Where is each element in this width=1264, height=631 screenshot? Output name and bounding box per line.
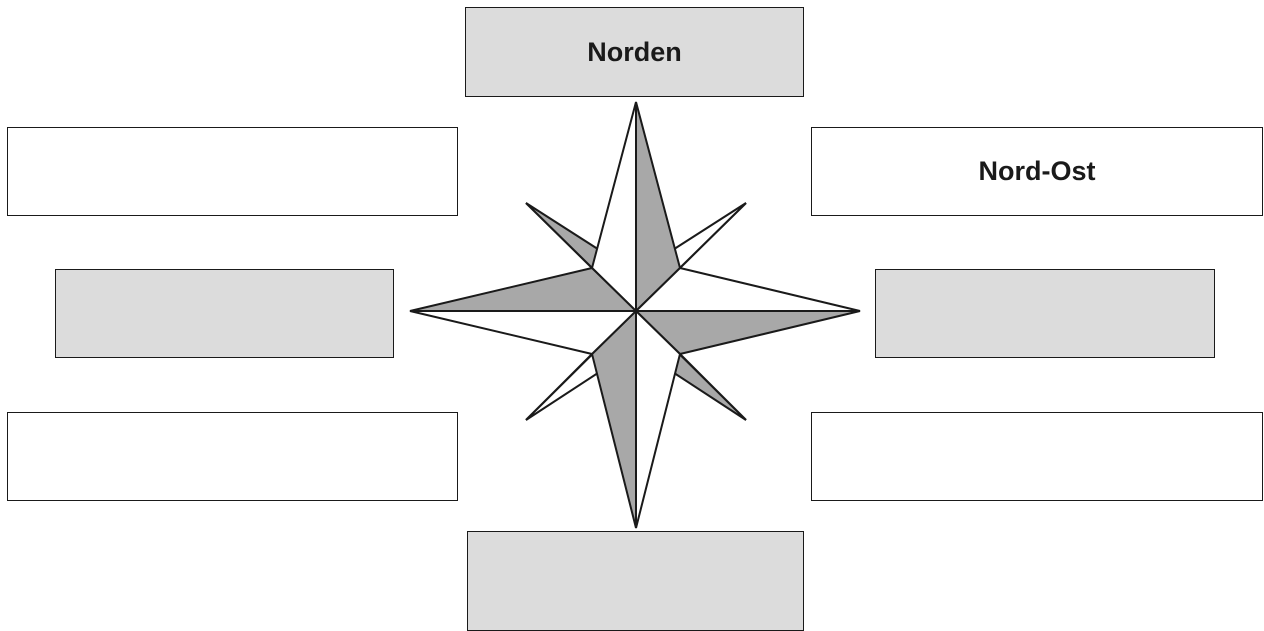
- compass-point-east: [636, 268, 860, 354]
- compass-point-south: [592, 311, 680, 528]
- compass-point-west: [410, 268, 636, 354]
